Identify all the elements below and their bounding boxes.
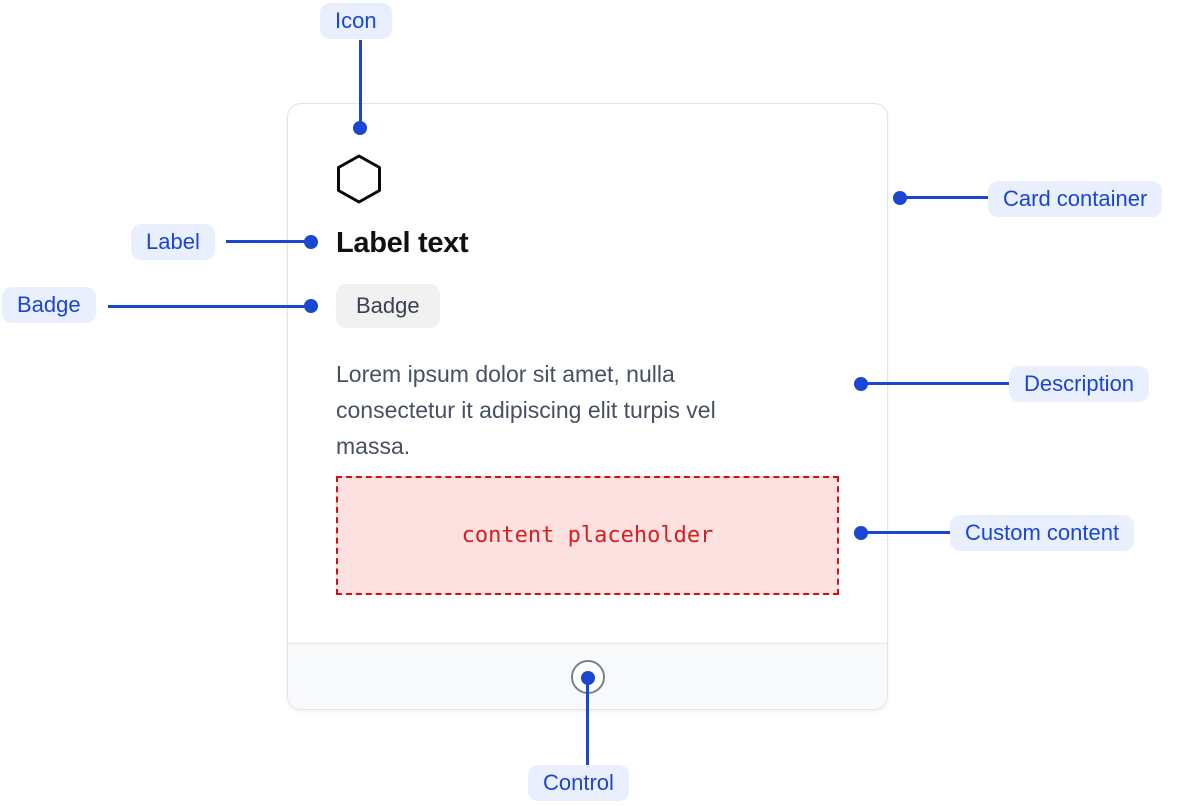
- annotation-control-line: [586, 683, 589, 765]
- annotation-description-line: [866, 382, 1009, 385]
- annotation-custom-content-line: [866, 531, 950, 534]
- annotation-badge-dot: [304, 299, 318, 313]
- annotation-icon: Icon: [320, 3, 392, 39]
- card-container: Label text Badge Lorem ipsum dolor sit a…: [287, 103, 888, 710]
- custom-content-slot: content placeholder: [336, 476, 839, 595]
- annotation-card-container: Card container: [988, 181, 1163, 217]
- annotation-custom-content-dot: [854, 526, 868, 540]
- card-label: Label text: [336, 227, 469, 259]
- annotation-label-dot: [304, 235, 318, 249]
- annotation-label: Label: [131, 224, 215, 260]
- annotation-badge: Badge: [2, 287, 96, 323]
- annotation-label-line: [226, 240, 306, 243]
- annotation-control-dot: [581, 671, 595, 685]
- annotation-card-container-dot: [893, 191, 907, 205]
- annotation-description-dot: [854, 377, 868, 391]
- card-description: Lorem ipsum dolor sit amet, nulla consec…: [336, 361, 716, 459]
- annotation-control: Control: [528, 765, 629, 801]
- custom-content-placeholder-text: content placeholder: [461, 523, 714, 548]
- annotation-card-container-line: [905, 196, 988, 199]
- card-body: Label text Badge Lorem ipsum dolor sit a…: [288, 104, 887, 595]
- annotation-custom-content: Custom content: [950, 515, 1135, 551]
- annotation-badge-line: [108, 305, 306, 308]
- annotation-description: Description: [1009, 366, 1150, 402]
- card-badge: Badge: [336, 284, 440, 328]
- annotation-icon-dot: [353, 121, 367, 135]
- annotation-icon-line: [359, 40, 362, 123]
- hexagon-icon: [337, 154, 381, 204]
